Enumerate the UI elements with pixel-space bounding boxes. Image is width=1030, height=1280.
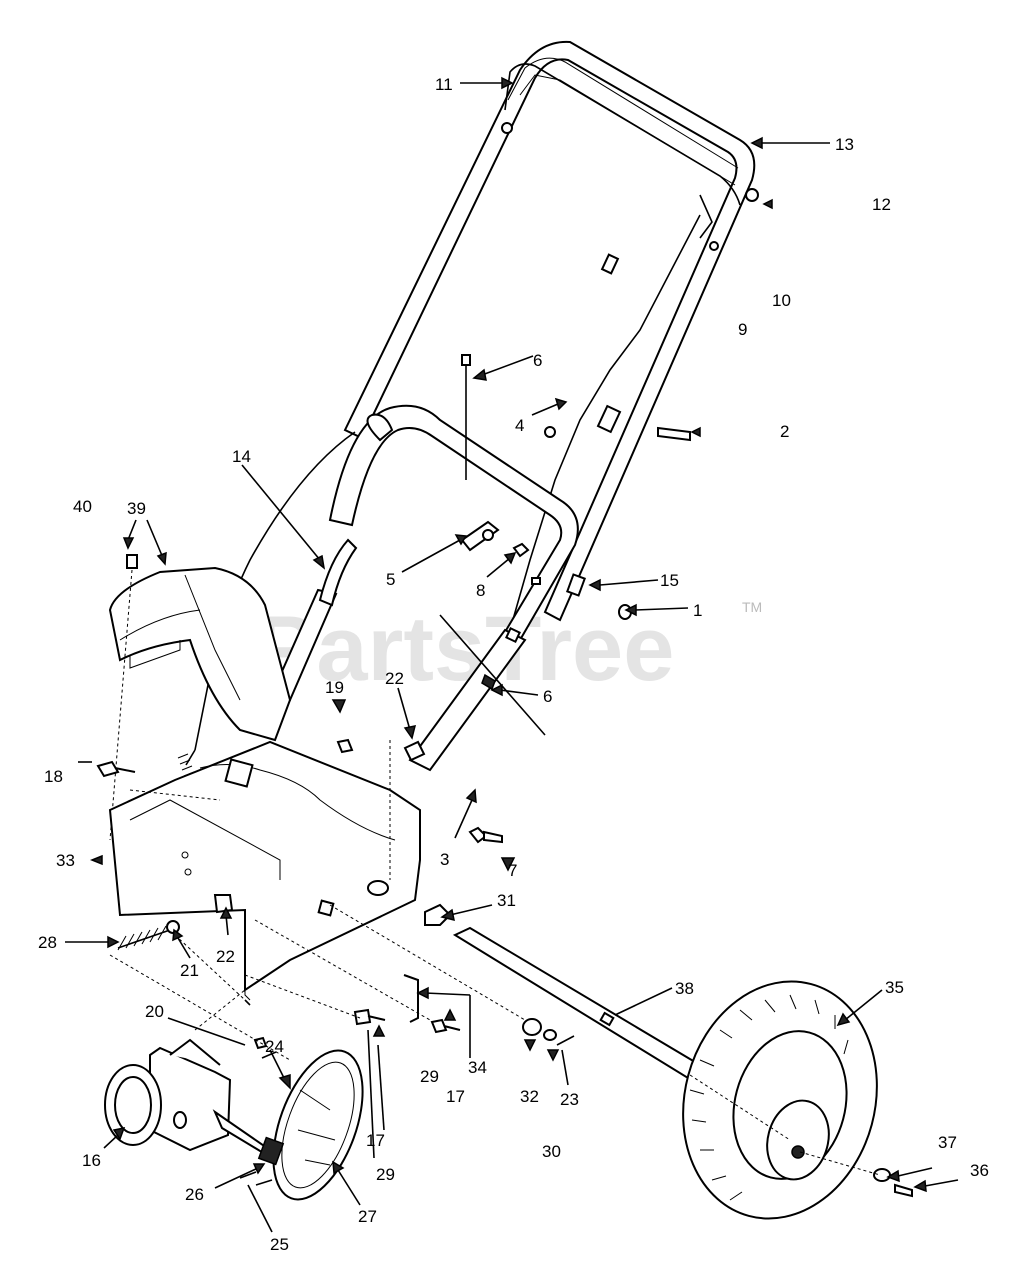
label-3: 3 [440, 850, 449, 869]
label-2: 2 [780, 422, 789, 441]
label-27: 27 [358, 1207, 377, 1226]
axle-bushing [424, 903, 452, 926]
label-10: 10 [772, 291, 791, 310]
label-21: 21 [180, 961, 199, 980]
spacer [522, 1018, 542, 1036]
label-18: 18 [44, 767, 63, 786]
label-6b: 6 [543, 687, 552, 706]
label-6a: 6 [533, 351, 542, 370]
label-26: 26 [185, 1185, 204, 1204]
label-12: 12 [872, 195, 891, 214]
label-40: 40 [73, 497, 92, 516]
label-25: 25 [270, 1235, 289, 1254]
label-36: 36 [970, 1161, 989, 1180]
frame-hardware [96, 738, 503, 1059]
label-39: 39 [127, 499, 146, 518]
label-28: 28 [38, 933, 57, 952]
label-22b: 22 [216, 947, 235, 966]
label-7: 7 [508, 861, 517, 880]
label-8: 8 [476, 581, 485, 600]
frame-plate [108, 740, 421, 1001]
label-23: 23 [560, 1090, 579, 1109]
label-29b: 29 [376, 1165, 395, 1184]
label-37: 37 [938, 1133, 957, 1152]
label-35: 35 [885, 978, 904, 997]
label-17b: 17 [366, 1131, 385, 1150]
gear-pin [239, 1171, 257, 1179]
label-34: 34 [468, 1058, 487, 1077]
label-38: 38 [675, 979, 694, 998]
part-labels: 1 2 3 4 5 6 6 7 8 9 10 11 12 13 14 15 16… [38, 75, 989, 1254]
label-31: 31 [497, 891, 516, 910]
drive-sprocket-gear [257, 1049, 364, 1201]
label-5: 5 [386, 570, 395, 589]
label-30: 30 [542, 1142, 561, 1161]
lower-handle [270, 404, 579, 772]
cable-tie-lower [439, 614, 546, 736]
label-14: 14 [232, 447, 251, 466]
cable-spring [177, 753, 197, 783]
transmission [104, 1038, 278, 1163]
label-33: 33 [56, 851, 75, 870]
leader-lines [65, 76, 959, 1233]
label-9: 9 [738, 320, 747, 339]
label-15: 15 [660, 571, 679, 590]
label-11: 11 [435, 75, 453, 94]
label-29a: 29 [420, 1067, 439, 1086]
label-16: 16 [82, 1151, 101, 1170]
label-13: 13 [835, 135, 854, 154]
wheel-washer [873, 1168, 891, 1182]
label-17a: 17 [446, 1087, 465, 1106]
label-19: 19 [325, 678, 344, 697]
wheel-bolt [894, 1183, 913, 1198]
wheel [682, 980, 878, 1220]
label-1: 1 [693, 601, 702, 620]
chute-deflector [108, 566, 292, 742]
tension-spring [117, 925, 171, 951]
label-24: 24 [265, 1037, 284, 1056]
label-22a: 22 [385, 669, 404, 688]
chute-bolt [126, 554, 138, 569]
label-32: 32 [520, 1087, 539, 1106]
watermark-trademark: TM [742, 599, 762, 615]
axle [452, 926, 702, 1080]
control-bail [501, 63, 759, 206]
label-20: 20 [145, 1002, 164, 1021]
label-4: 4 [515, 416, 524, 435]
upper-handle [343, 40, 756, 622]
